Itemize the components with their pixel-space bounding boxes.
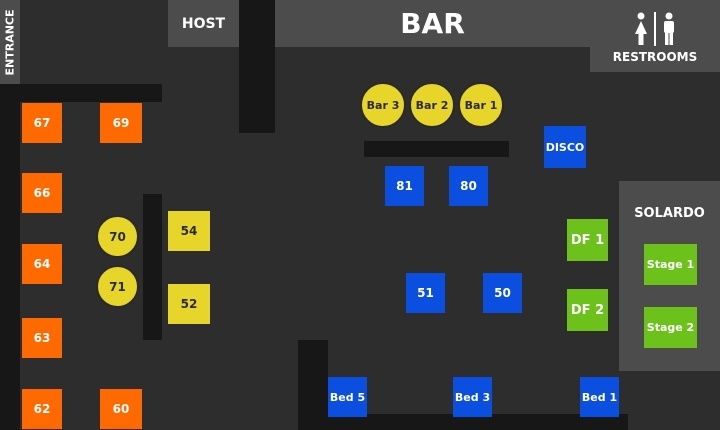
bottom-wall <box>298 414 628 430</box>
entrance-zone: ENTRANCE <box>0 0 20 84</box>
table-54[interactable]: 54 <box>168 211 210 251</box>
bar-zone: BAR <box>275 0 590 47</box>
table-67[interactable]: 67 <box>22 103 62 143</box>
table-df-1[interactable]: DF 1 <box>567 219 608 261</box>
table-bed-3[interactable]: Bed 3 <box>453 377 492 417</box>
table-bed-1[interactable]: Bed 1 <box>580 377 619 417</box>
table-52[interactable]: 52 <box>168 284 210 324</box>
table-51[interactable]: 51 <box>406 273 445 313</box>
table-60[interactable]: 60 <box>100 389 142 429</box>
table-69[interactable]: 69 <box>100 103 142 143</box>
stage-2[interactable]: Stage 2 <box>644 307 697 348</box>
table-disco[interactable]: DISCO <box>544 126 586 168</box>
bar-counter <box>364 141 509 157</box>
table-63[interactable]: 63 <box>22 318 62 358</box>
table-bar-1[interactable]: Bar 1 <box>458 82 504 128</box>
table-70[interactable]: 70 <box>96 215 139 258</box>
entrance-label: ENTRANCE <box>3 9 17 75</box>
table-66[interactable]: 66 <box>22 173 62 213</box>
table-81[interactable]: 81 <box>385 166 424 206</box>
host-zone: HOST <box>168 0 239 47</box>
restrooms-label: RESTROOMS <box>612 50 698 64</box>
table-80[interactable]: 80 <box>449 166 488 206</box>
table-bed-5[interactable]: Bed 5 <box>328 377 367 417</box>
table-71[interactable]: 71 <box>96 265 139 308</box>
left-wall <box>0 84 20 430</box>
table-df-2[interactable]: DF 2 <box>567 289 608 331</box>
restrooms-zone: RESTROOMS <box>590 0 720 72</box>
restroom-icon <box>634 12 676 46</box>
table-bar-2[interactable]: Bar 2 <box>409 82 455 128</box>
top-left-wall <box>0 84 162 102</box>
table-50[interactable]: 50 <box>483 273 522 313</box>
host-pillar <box>239 0 275 133</box>
bar-label: BAR <box>400 7 465 40</box>
stage-1[interactable]: Stage 1 <box>644 244 697 285</box>
host-label: HOST <box>181 15 226 32</box>
center-divider <box>143 194 162 340</box>
solardo-label: SOLARDO <box>634 206 705 221</box>
table-64[interactable]: 64 <box>22 244 62 284</box>
table-62[interactable]: 62 <box>22 389 62 429</box>
table-bar-3[interactable]: Bar 3 <box>360 82 406 128</box>
